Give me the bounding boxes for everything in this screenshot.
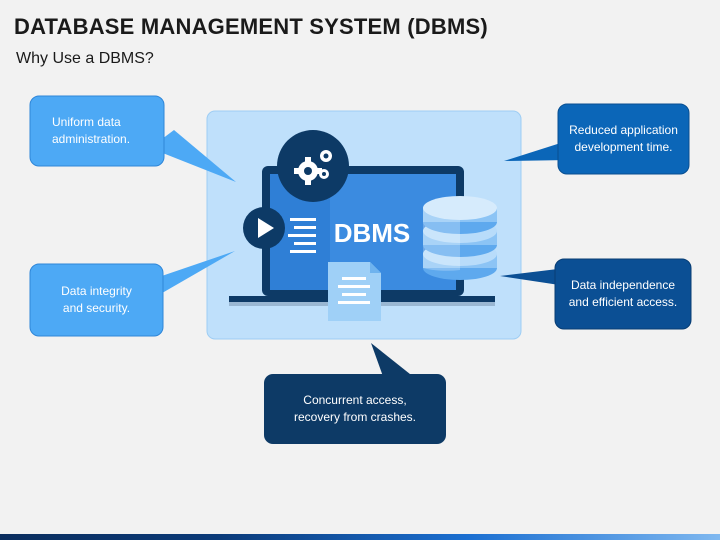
screen-label: DBMS: [334, 218, 411, 248]
callout-top-right: [504, 103, 690, 175]
callout-top-left-text: Uniform data administration.: [52, 115, 131, 146]
callout-top-left: [29, 95, 236, 182]
footer-accent-bar: [0, 534, 720, 540]
play-icon: [243, 207, 285, 249]
callout-bottom-text: Concurrent access, recovery from crashes…: [293, 393, 417, 424]
slide-title: DATABASE MANAGEMENT SYSTEM (DBMS): [14, 14, 488, 39]
callout-mid-left-text: Data integrity and security.: [61, 284, 132, 315]
callout-bottom: [264, 343, 446, 444]
slide-subtitle: Why Use a DBMS?: [16, 50, 154, 67]
database-icon: [423, 196, 497, 280]
callout-mid-left: [29, 251, 235, 337]
text-lines-icon: [288, 218, 316, 253]
document-icon: [328, 262, 381, 321]
callout-top-right-text: Reduced application development time.: [569, 123, 678, 154]
gears-icon: [277, 130, 349, 202]
callout-mid-right-text: Data independence and efficient access.: [568, 278, 678, 309]
callout-mid-right: [500, 258, 692, 330]
